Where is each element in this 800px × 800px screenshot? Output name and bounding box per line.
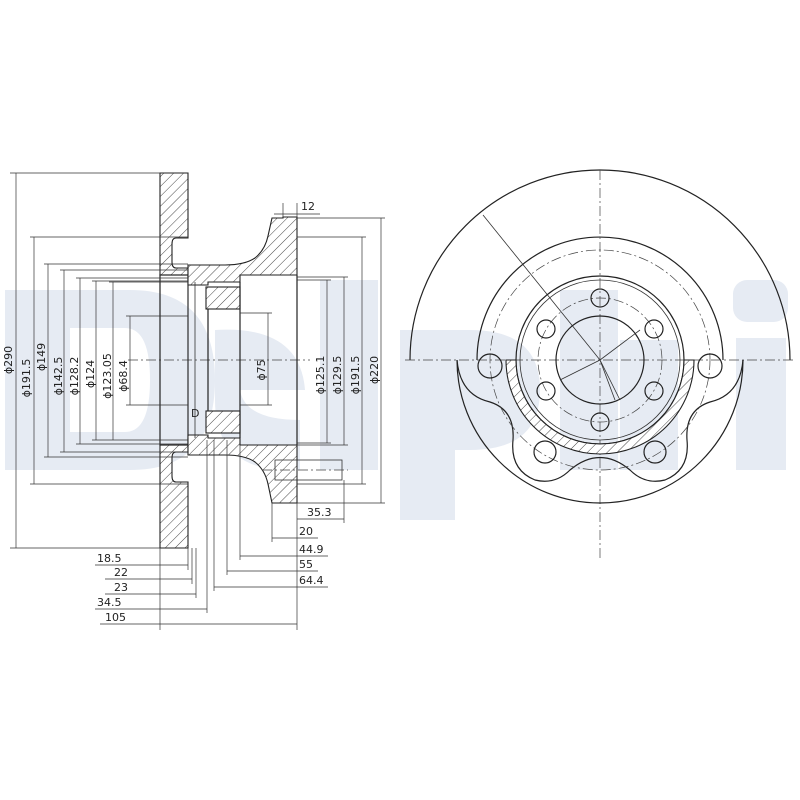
bottom-right-dimensions: 35.3 20 44.9 55 64.4 bbox=[213, 440, 345, 591]
dim-22: 22 bbox=[114, 566, 128, 579]
right-diameter-dimensions: ϕ125.1 ϕ129.5 ϕ191.5 ϕ220 bbox=[297, 217, 385, 504]
dim-18-5: 18.5 bbox=[97, 552, 122, 565]
dim-35-3: 35.3 bbox=[307, 506, 332, 519]
dim-105: 105 bbox=[105, 611, 126, 624]
dim-phi125-1: ϕ125.1 bbox=[314, 356, 327, 395]
dim-phi191-5: ϕ191.5 bbox=[20, 359, 33, 398]
dimension-label: 12 bbox=[301, 200, 315, 213]
dim-phi123-05: ϕ123.05 bbox=[101, 353, 114, 399]
dim-55: 55 bbox=[299, 558, 313, 571]
dim-34-5: 34.5 bbox=[97, 596, 122, 609]
bottom-left-dimensions: 18.5 22 23 34.5 105 bbox=[95, 440, 298, 630]
dim-phi290: ϕ290 bbox=[2, 346, 15, 374]
bolt-holes-inner bbox=[536, 288, 664, 432]
dim-phi68-4: ϕ68.4 bbox=[117, 360, 130, 392]
dim-phi75: ϕ75 bbox=[255, 359, 268, 380]
section-view: D 12 bbox=[128, 172, 348, 549]
dim-phi142-5: ϕ142.5 bbox=[52, 357, 65, 396]
dim-phi191-5-right: ϕ191.5 bbox=[349, 356, 362, 395]
left-diameter-dimensions: ϕ290 ϕ191.5 ϕ149 ϕ142.5 ϕ128.2 ϕ124 ϕ123… bbox=[2, 172, 188, 549]
dim-phi149: ϕ149 bbox=[35, 343, 48, 371]
inner-diameter-dimension: ϕ75 bbox=[240, 312, 272, 406]
dim-64-4: 64.4 bbox=[299, 574, 324, 587]
delphi-watermark bbox=[5, 280, 788, 520]
section-marker-d: D bbox=[191, 407, 199, 420]
dim-44-9: 44.9 bbox=[299, 543, 324, 556]
dim-phi220: ϕ220 bbox=[368, 356, 381, 384]
front-view bbox=[405, 169, 795, 560]
dimension-12: 12 bbox=[274, 200, 320, 217]
bolt-holes-outer bbox=[477, 353, 723, 464]
dim-20: 20 bbox=[299, 525, 313, 538]
dim-phi129-5: ϕ129.5 bbox=[331, 356, 344, 395]
dim-phi124: ϕ124 bbox=[84, 360, 97, 388]
dim-phi128-2: ϕ128.2 bbox=[68, 357, 81, 396]
dim-23: 23 bbox=[114, 581, 128, 594]
